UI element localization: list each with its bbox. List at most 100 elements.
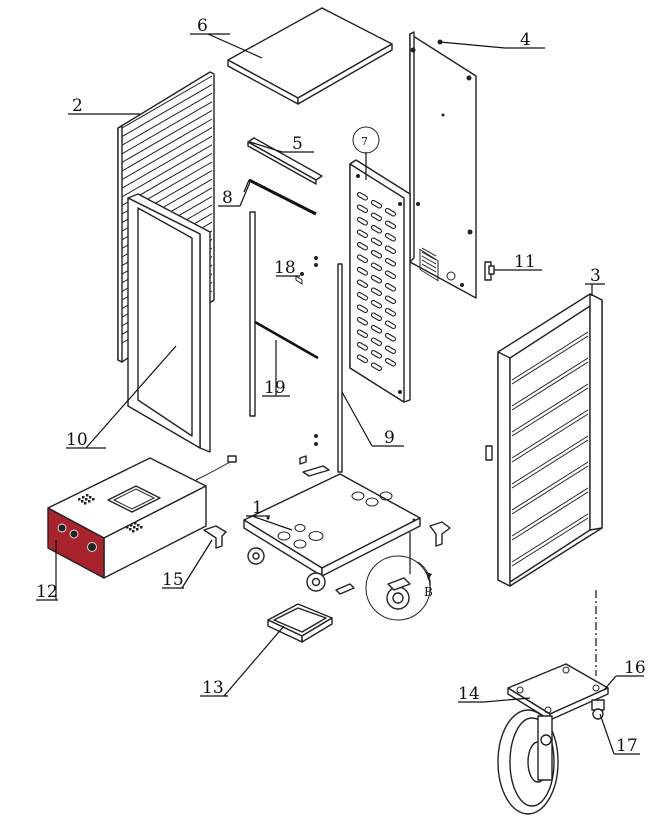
vent-hole	[88, 500, 91, 503]
vent-slot	[356, 266, 369, 276]
part-11-latch	[484, 261, 495, 281]
part-9-vertical-rail	[337, 263, 343, 473]
label-part-14: 14	[458, 684, 480, 704]
vent-slot	[370, 324, 383, 334]
fasteners-base	[299, 434, 330, 477]
vent-slot	[384, 282, 397, 292]
vent-slot	[384, 207, 397, 217]
vent-hole	[140, 526, 143, 529]
label-detail-b: B	[424, 585, 433, 599]
vent-slot	[370, 299, 383, 309]
vent-slot	[384, 270, 397, 280]
vent-slot	[370, 337, 383, 347]
label-part-15: 15	[162, 570, 184, 590]
callout-circle-7	[352, 126, 380, 154]
label-part-13: 13	[202, 678, 224, 698]
label-part-1: 1	[252, 498, 263, 518]
door-slat	[511, 487, 589, 537]
vent-slot	[356, 304, 369, 314]
vent-slot	[356, 229, 369, 239]
vent-slot	[356, 241, 369, 251]
door-slat-edge	[511, 413, 589, 463]
vent-slot	[356, 254, 369, 264]
part-13-drip-tray	[267, 603, 333, 643]
label-part-3: 3	[590, 266, 601, 286]
door-slat-edge	[511, 361, 589, 411]
part-7-perforated-panel	[349, 159, 411, 403]
part-19-upright	[249, 211, 319, 417]
detail-b-callout	[365, 555, 432, 621]
vent-slot	[384, 345, 397, 355]
label-part-4: 4	[520, 30, 531, 50]
vent-slot	[384, 320, 397, 330]
label-part-7: 7	[361, 135, 368, 148]
vent-hole	[89, 496, 92, 499]
vent-hole	[85, 498, 88, 501]
vent-slot	[356, 341, 369, 351]
part-1-base-platform	[243, 473, 421, 595]
rack-rung	[121, 135, 213, 189]
bracket-right	[429, 521, 451, 547]
vent-slot	[356, 329, 369, 339]
rack-rung	[121, 144, 213, 198]
vent-slot	[356, 291, 369, 301]
vent-slot	[384, 357, 397, 367]
vent-slot	[356, 354, 369, 364]
vent-slot	[356, 216, 369, 226]
vent-slot	[370, 274, 383, 284]
vent-hole	[126, 526, 129, 529]
vent-hole	[81, 500, 84, 503]
vent-slot	[384, 332, 397, 342]
door-slat-edge	[511, 335, 589, 385]
part-8-tube-rail	[243, 178, 317, 216]
vent-hole	[132, 530, 135, 533]
label-part-5: 5	[292, 134, 303, 154]
vent-slot	[370, 312, 383, 322]
part-3-door-panel	[485, 293, 603, 587]
vent-slot	[370, 287, 383, 297]
vent-slot	[384, 307, 397, 317]
vent-hole	[78, 498, 81, 501]
vent-slot	[370, 212, 383, 222]
door-slat-edge	[511, 387, 589, 437]
rack-rung	[121, 101, 213, 155]
vent-slot	[356, 191, 369, 201]
part-4-rear-panel	[409, 31, 477, 299]
vent-slot	[370, 349, 383, 359]
vent-hole	[130, 524, 133, 527]
label-part-2: 2	[72, 96, 83, 116]
rack-rung	[121, 84, 213, 138]
vent-slot	[370, 224, 383, 234]
rack-rung	[121, 109, 213, 163]
door-slat	[511, 409, 589, 459]
label-part-19: 19	[264, 378, 286, 398]
vent-slot	[370, 237, 383, 247]
rack-rung	[121, 75, 213, 129]
part-15-bracket	[203, 525, 227, 549]
part-10-door-frame	[127, 193, 211, 453]
door-slat	[511, 357, 589, 407]
label-part-18: 18	[274, 258, 296, 278]
door-slat	[511, 383, 589, 433]
vent-hole	[137, 524, 140, 527]
rack-rung	[121, 92, 213, 146]
rack-rung	[121, 118, 213, 172]
vent-slot	[384, 245, 397, 255]
vent-hole	[129, 528, 132, 531]
vent-hole	[86, 494, 89, 497]
vent-slot	[384, 257, 397, 267]
part-16-17-brake	[591, 699, 605, 720]
door-slat-edge	[511, 491, 589, 541]
vent-hole	[92, 498, 95, 501]
vent-slot	[356, 279, 369, 289]
label-part-8: 8	[222, 188, 233, 208]
vent-hole	[136, 528, 139, 531]
door-slat	[511, 513, 589, 563]
vent-slot	[384, 295, 397, 305]
rack-rung	[121, 127, 213, 181]
vent-slot	[370, 249, 383, 259]
label-part-10: 10	[66, 430, 88, 450]
label-part-17: 17	[616, 736, 638, 756]
